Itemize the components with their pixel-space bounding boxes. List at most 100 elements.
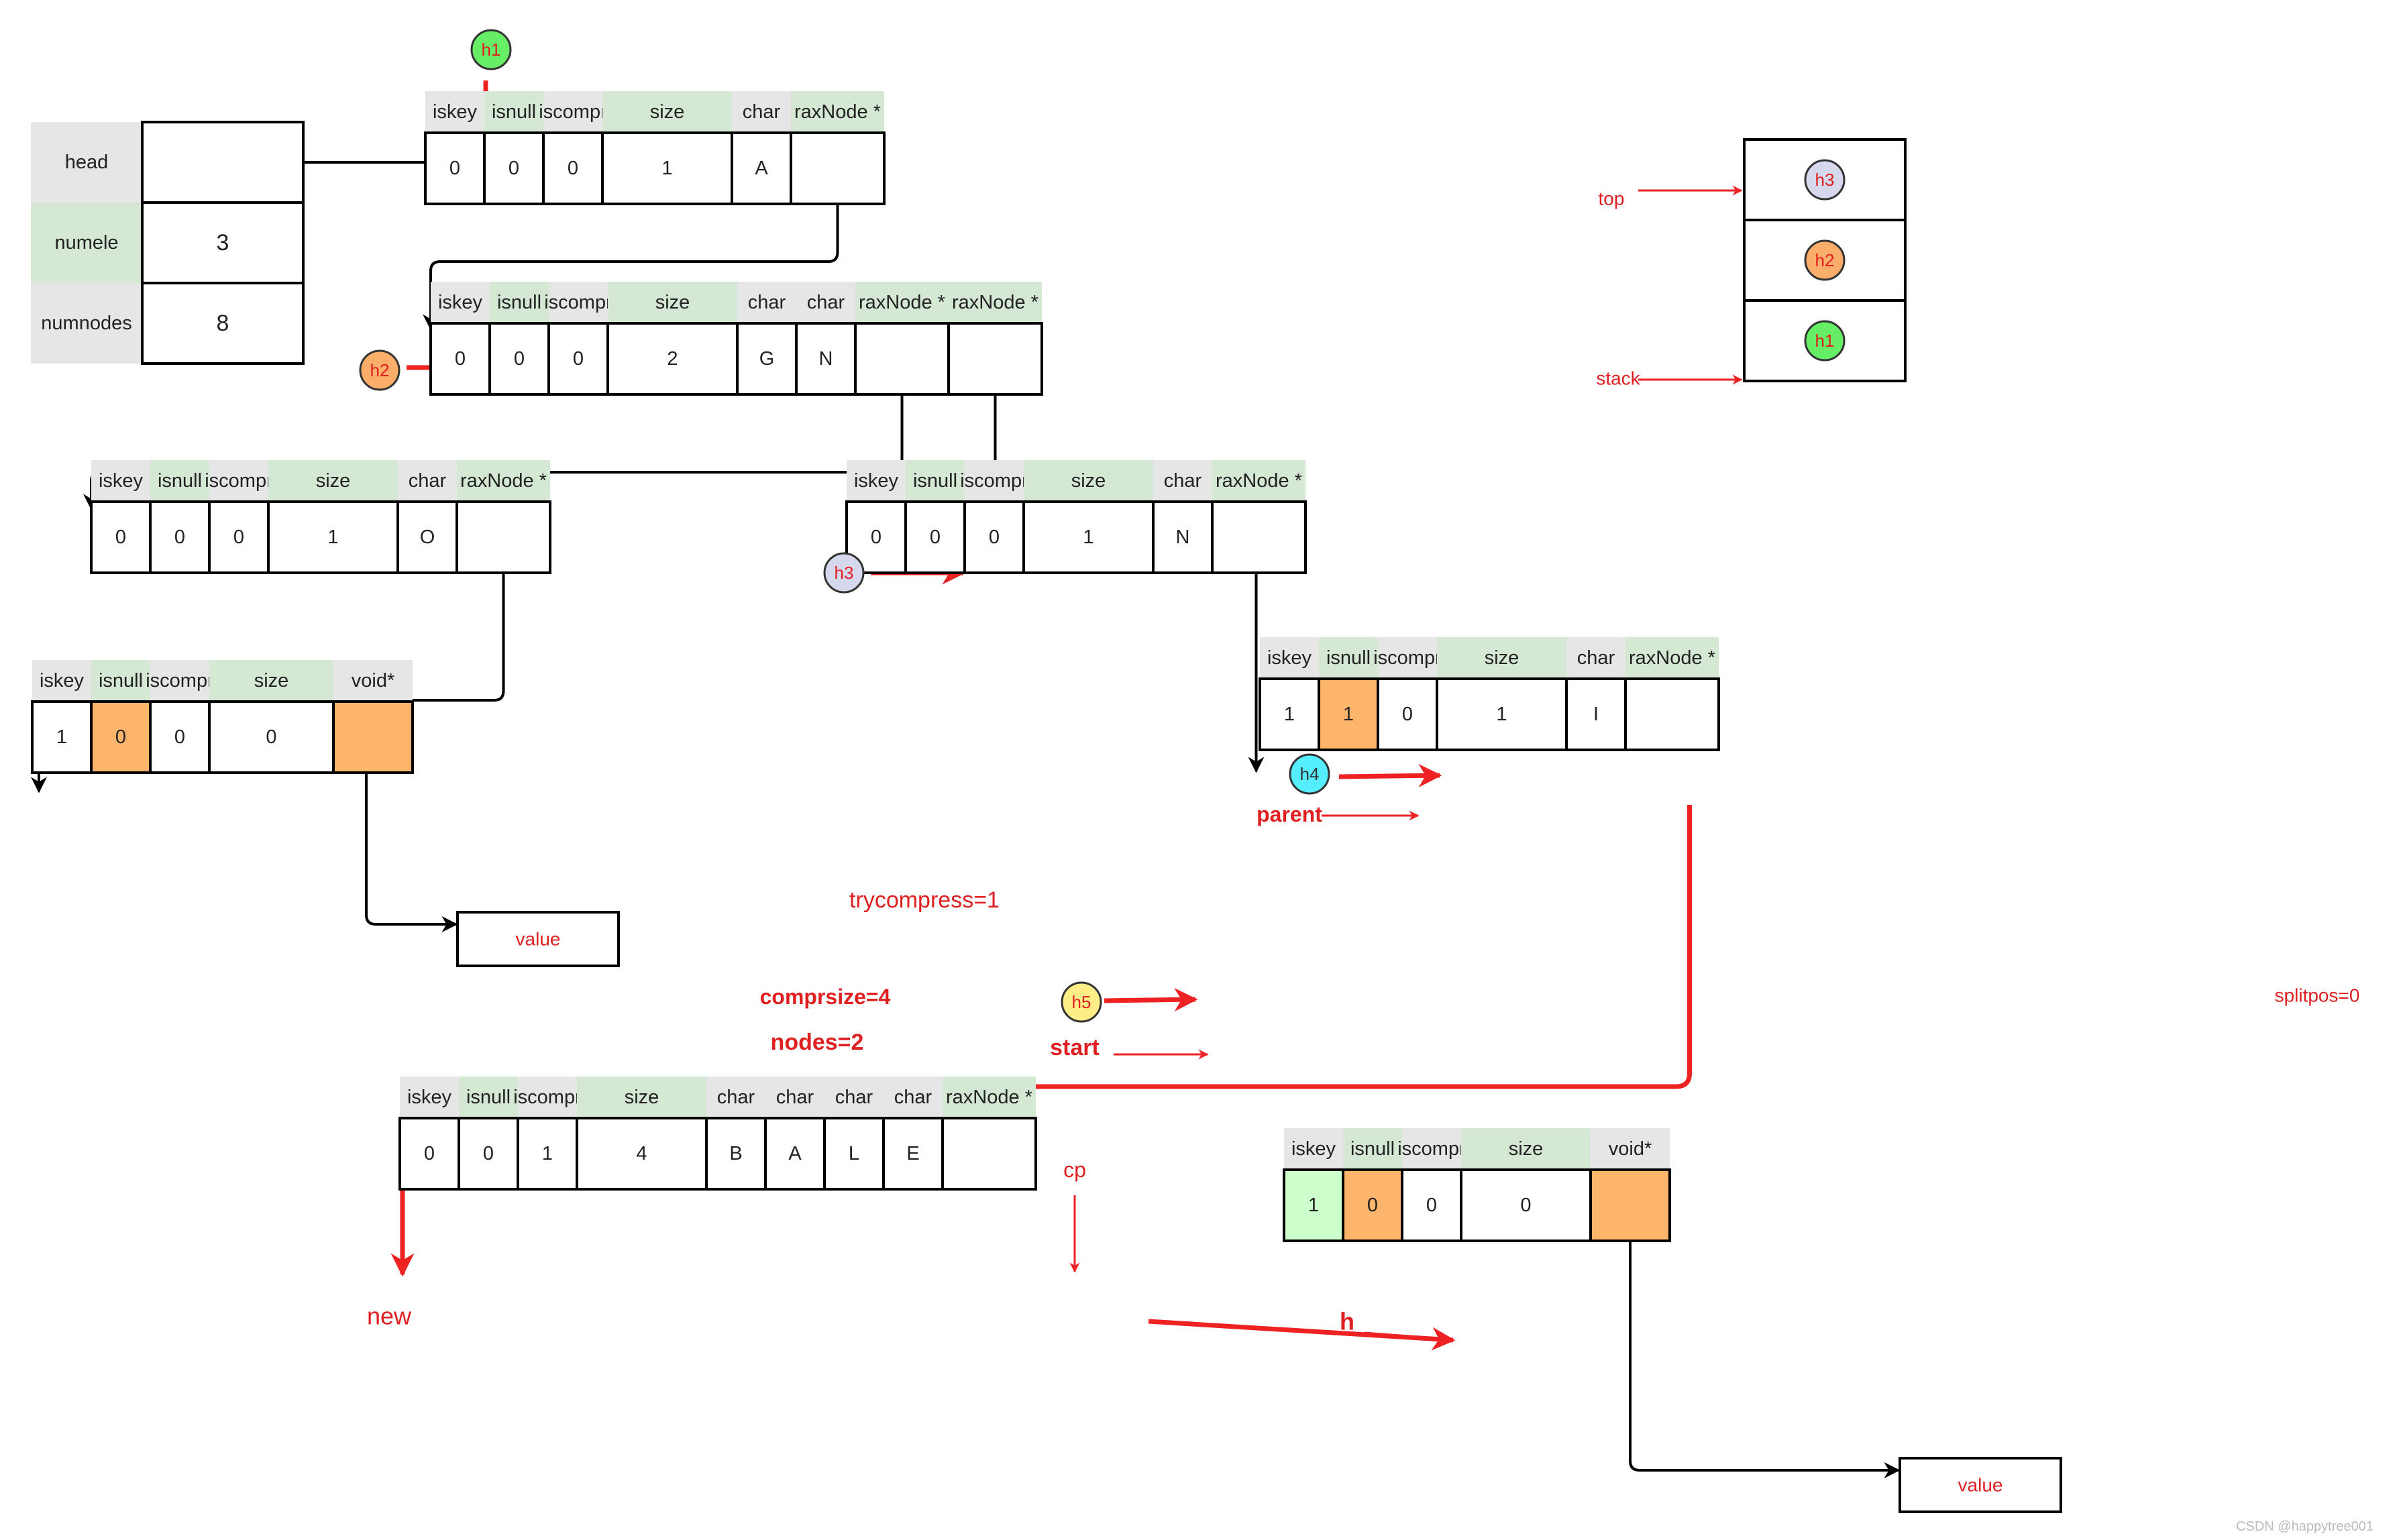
node-header-cell	[150, 660, 209, 702]
node-header-isnull: isnull	[466, 1087, 511, 1108]
node-value: L	[849, 1143, 859, 1164]
node-header-cell	[398, 460, 457, 502]
stack-handle-label: h3	[1815, 170, 1835, 190]
stack-handle-label: h1	[1815, 331, 1835, 351]
handle-h5-circle	[1061, 981, 1102, 1023]
node-header-cell	[577, 1077, 706, 1118]
node-body-cell	[790, 131, 886, 205]
stack-handle-circle	[1804, 320, 1846, 362]
rax-field-label-bg	[31, 283, 142, 364]
node-header-cell	[1378, 637, 1437, 679]
node-header-raxnode: raxNode *	[859, 292, 945, 313]
node-body-cell	[1460, 1168, 1592, 1242]
rax-field-value-cell	[141, 121, 305, 204]
node-header-isnull: isnull	[99, 670, 143, 692]
node-header-isnull: isnull	[913, 470, 957, 492]
node-body-cell	[795, 322, 857, 396]
node-header-size: size	[655, 292, 690, 313]
node-header-iskey: iskey	[99, 470, 144, 492]
node-body-cell	[736, 322, 798, 396]
node-body-cell	[517, 1117, 578, 1191]
h-arrow	[1364, 1330, 1455, 1348]
node-body-cell	[1589, 1168, 1671, 1242]
node-value: 0	[1367, 1195, 1378, 1216]
node-header-cell	[549, 282, 608, 323]
node-header-cell	[543, 91, 602, 133]
node-header-size: size	[1485, 647, 1519, 669]
node-header-cell	[457, 460, 550, 502]
node-body-cell	[947, 322, 1043, 396]
node-header-size: size	[625, 1087, 659, 1108]
node-header-cell	[965, 460, 1024, 502]
rax-field-numnodes: numnodes	[41, 313, 131, 334]
node-body-cell	[149, 500, 211, 574]
node-header-cell	[847, 460, 906, 502]
node-body-cell	[764, 1117, 826, 1191]
node-value: 4	[636, 1143, 647, 1164]
node-header-cell	[150, 460, 209, 502]
node-body-cell	[456, 500, 551, 574]
node-header-char: char	[409, 470, 447, 492]
node-header-raxnode: raxNode *	[1216, 470, 1302, 492]
node-value: 0	[1402, 704, 1413, 725]
node-body-cell	[547, 322, 609, 396]
node-header-cell	[518, 1077, 577, 1118]
node-header-char: char	[894, 1087, 932, 1108]
node-header-void: void*	[352, 670, 395, 692]
rax-node-2: iskey0isnull0iscompr0size2charGcharNraxN…	[429, 282, 1043, 396]
labels-layer: topstackh1h2h3h4h5trycompress=1comprsize…	[359, 29, 2373, 1534]
node-header-cell	[906, 460, 965, 502]
node-value: 0	[573, 348, 584, 370]
node-body-cell	[1211, 500, 1307, 574]
node-value: 0	[509, 158, 519, 179]
node-header-cell	[1461, 1128, 1591, 1170]
node-header-char: char	[835, 1087, 873, 1108]
node-body-cell	[267, 500, 399, 574]
node-header-char: char	[1164, 470, 1202, 492]
value-box	[456, 911, 620, 967]
node-header-isnull: isnull	[1350, 1138, 1395, 1160]
node-value: 0	[455, 348, 466, 370]
node-value: 0	[1426, 1195, 1437, 1216]
node-header-char: char	[748, 292, 786, 313]
node-value: 2	[667, 348, 678, 370]
node-body-cell	[1318, 677, 1379, 751]
node-value: E	[906, 1143, 919, 1164]
node-header-iscompr: iscompr	[1373, 647, 1442, 669]
handle-h5-label: h5	[1072, 992, 1091, 1012]
handle-h2-circle	[359, 349, 400, 391]
node-header-isnull: isnull	[492, 101, 536, 123]
node-body-cell	[332, 700, 414, 774]
node-header-cell	[1212, 460, 1305, 502]
node-body-cell	[1624, 677, 1720, 751]
handle-h5-arrow	[1104, 987, 1198, 1011]
stack-base-label: stack	[1596, 368, 1640, 389]
node-value: 0	[174, 527, 185, 548]
splitpos-annotation: splitpos=0	[2275, 985, 2360, 1006]
node-header-cell	[608, 282, 737, 323]
node-body-cell	[424, 131, 486, 205]
node-body-cell	[823, 1117, 885, 1191]
handle-h4-arrow	[1338, 763, 1442, 787]
node-header-iskey: iskey	[407, 1087, 452, 1108]
node-header-cell	[706, 1077, 765, 1118]
node-header-cell	[949, 282, 1042, 323]
node-header-cell	[425, 91, 484, 133]
value-box	[1899, 1457, 2062, 1513]
node-header-char: char	[1577, 647, 1615, 669]
node-value: 1	[661, 158, 672, 179]
node-header-cell	[209, 660, 333, 702]
node-header-cell	[1024, 460, 1153, 502]
parent-label: parent	[1257, 802, 1322, 826]
node-header-isnull: isnull	[1326, 647, 1371, 669]
node-header-char: char	[743, 101, 781, 123]
node-header-cell	[602, 91, 732, 133]
